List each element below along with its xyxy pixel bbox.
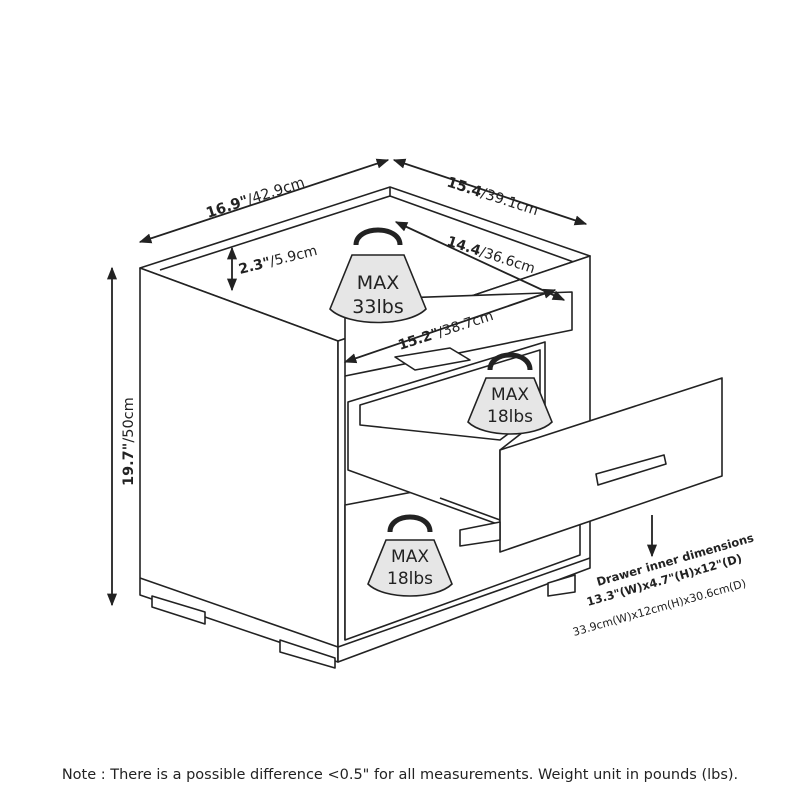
weight-icon-top: MAX 33lbs bbox=[329, 227, 427, 324]
height-label: 19.7"/50cm bbox=[121, 397, 137, 486]
weight-icon-drawer: MAX 18lbs bbox=[467, 352, 553, 435]
width-arrow bbox=[138, 158, 390, 244]
foot-right bbox=[547, 574, 576, 597]
weight-bottom-line2: 18lbs bbox=[387, 569, 433, 589]
weight-top-line2: 33lbs bbox=[352, 296, 403, 318]
width-label: 16.9"/42.9cm bbox=[204, 175, 307, 222]
weight-drawer-line1: MAX bbox=[491, 385, 529, 405]
measurement-note: Note : There is a possible difference <0… bbox=[61, 767, 739, 783]
foot-left bbox=[151, 595, 206, 625]
nightstand-illustration bbox=[139, 186, 723, 669]
shelf-depth-arrow bbox=[394, 221, 566, 301]
depth-arrow bbox=[392, 158, 588, 226]
dimension-arrows bbox=[106, 158, 658, 607]
weight-bottom-line1: MAX bbox=[391, 547, 429, 567]
weight-top-line1: MAX bbox=[357, 272, 399, 294]
shelf-width-arrow bbox=[343, 288, 557, 364]
drawer-front bbox=[499, 377, 723, 553]
drawer-handle bbox=[595, 454, 667, 486]
drawer-inner-dimensions: Drawer inner dimensions 13.3"(W)x4.7"(H)… bbox=[571, 531, 755, 639]
foot-front bbox=[279, 639, 336, 669]
weight-icon-bottom: MAX 18lbs bbox=[367, 514, 453, 597]
weight-drawer-line2: 18lbs bbox=[487, 407, 533, 427]
